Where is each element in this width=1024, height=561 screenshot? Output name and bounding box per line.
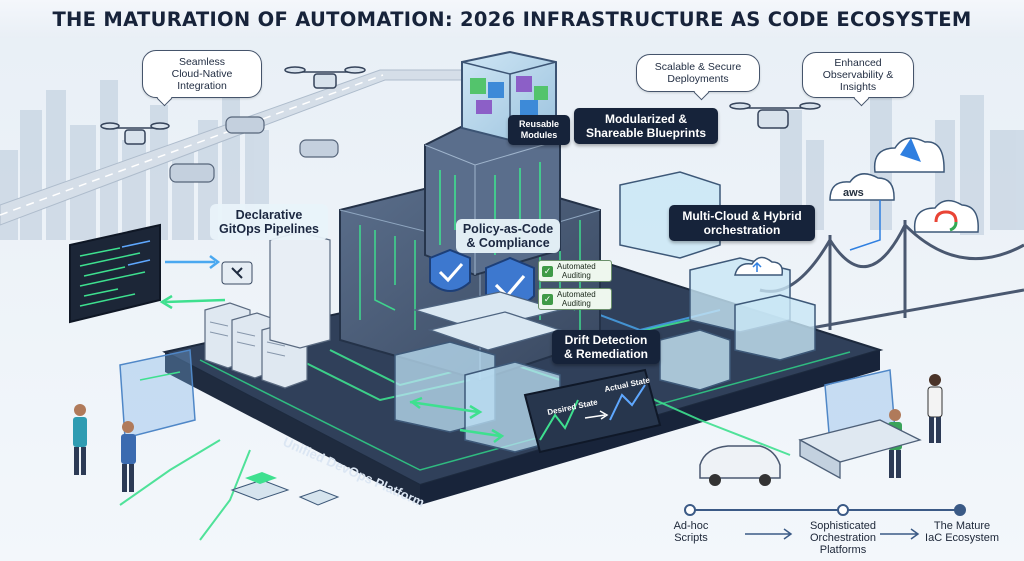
google-cloud-icon	[913, 199, 979, 233]
stage-line: Sophisticated	[809, 520, 877, 532]
drift-arrows	[409, 396, 505, 443]
timeline-dot	[684, 504, 696, 516]
label-declarative: Declarative GitOps Pipelines	[210, 204, 328, 240]
aws-label: aws	[843, 187, 864, 199]
platform-side-left	[165, 352, 420, 505]
timeline-stage-sophisticated: Sophisticated Orchestration Platforms	[796, 520, 890, 556]
badge-line: Automated	[557, 262, 596, 271]
pipeline-arrows	[159, 255, 226, 310]
callout-line: Cloud-Native	[171, 68, 233, 80]
stage-line: Scripts	[674, 532, 708, 544]
label-line: & Remediation	[563, 347, 648, 361]
stage-line: The Mature	[933, 520, 991, 532]
drift-glass-modules	[394, 341, 561, 453]
stage-line: Orchestration	[809, 532, 877, 544]
callout-line: Enhanced	[834, 57, 882, 69]
timeline-stage-adhoc: Ad-hoc Scripts	[662, 520, 720, 544]
label-line: & Compliance	[466, 236, 550, 250]
label-line: Multi-Cloud & Hybrid	[682, 209, 802, 223]
label-multicloud: Multi-Cloud & Hybrid orchestration	[669, 205, 815, 241]
timeline-stage-mature: The Mature IaC Ecosystem	[916, 520, 1008, 544]
chip-module	[230, 472, 340, 506]
label-line: Drift Detection	[564, 333, 648, 347]
policy-slabs	[412, 291, 563, 351]
callout-line: Integration	[177, 80, 227, 92]
label-reusable-modules: Reusable Modules	[508, 115, 570, 145]
label-line: Reusable	[518, 119, 560, 129]
badge-line: Auditing	[561, 299, 591, 308]
callout-observability: Enhanced Observability & Insights	[802, 52, 914, 98]
shield-icon	[429, 248, 471, 292]
callout-line: Scalable & Secure	[654, 61, 742, 73]
label-drift: Drift Detection & Remediation	[552, 330, 660, 364]
timeline-arrow	[745, 528, 793, 540]
car-icon	[169, 116, 339, 183]
callout-seamless: Seamless Cloud-Native Integration	[142, 50, 262, 98]
badge-line: Automated	[557, 290, 596, 299]
provider-clouds	[829, 137, 979, 233]
cloud-upload-icon	[734, 256, 784, 276]
label-line: orchestration	[703, 223, 781, 237]
aws-cloud-icon	[829, 173, 895, 201]
car-icon	[699, 445, 781, 486]
label-line: GitOps Pipelines	[218, 222, 320, 236]
stage-line: Ad-hoc	[673, 520, 709, 532]
timeline-dot	[954, 504, 966, 516]
label-line: Modularized &	[604, 112, 687, 126]
badge-automated-auditing: ✓ Automated Auditing	[538, 260, 612, 282]
badge-line: Auditing	[561, 271, 591, 280]
callout-line: Observability &	[822, 69, 894, 81]
timeline-arrow	[880, 528, 920, 540]
drone-icon	[100, 66, 821, 145]
label-line: Modules	[520, 130, 558, 140]
city-skyline-left	[0, 80, 269, 240]
page-title: THE MATURATION OF AUTOMATION: 2026 INFRA…	[52, 7, 972, 31]
callout-line: Insights	[839, 81, 877, 93]
label-policy: Policy-as-Code & Compliance	[456, 219, 560, 253]
code-editor-monitor	[69, 223, 161, 324]
stage-line: Platforms	[819, 544, 867, 556]
check-icon: ✓	[542, 293, 553, 305]
title-bar: THE MATURATION OF AUTOMATION: 2026 INFRA…	[0, 0, 1024, 38]
badge-automated-auditing: ✓ Automated Auditing	[538, 288, 612, 310]
label-line: Shareable Blueprints	[585, 126, 707, 140]
callout-scalable: Scalable & Secure Deployments	[636, 54, 760, 92]
state-comparison-panel	[523, 368, 662, 454]
label-line: Declarative	[235, 208, 303, 222]
label-line: Policy-as-Code	[462, 222, 554, 236]
timeline-dot	[837, 504, 849, 516]
stage-line: IaC Ecosystem	[925, 532, 999, 544]
callout-line: Deployments	[667, 73, 729, 85]
console-desk	[798, 419, 922, 480]
check-icon: ✓	[542, 265, 553, 277]
label-modularized: Modularized & Shareable Blueprints	[574, 108, 718, 144]
callout-line: Seamless	[178, 56, 226, 68]
